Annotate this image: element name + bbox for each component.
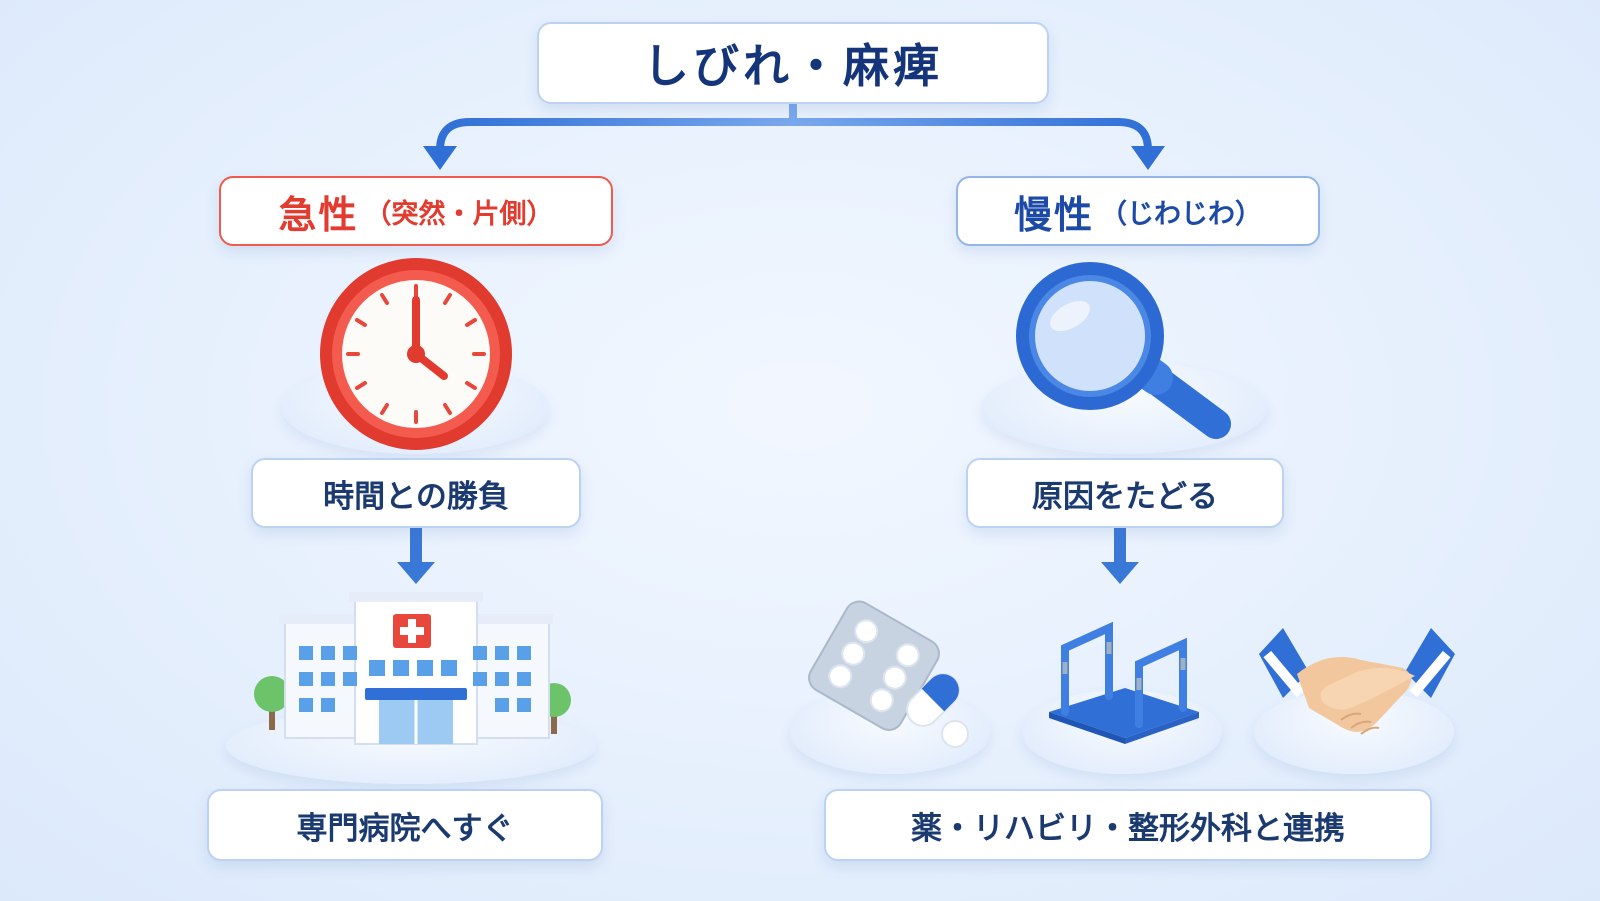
chronic-step1-text: 原因をたどる — [1032, 478, 1218, 515]
chronic-label: 慢性 — [1013, 192, 1094, 237]
pill-icon — [808, 600, 969, 748]
chronic-step2-box: 薬・リハビリ・整形外科と連携 — [824, 789, 1432, 861]
chronic-step2-text: 薬・リハビリ・整形外科と連携 — [911, 810, 1345, 847]
arrow-down-left-shaft — [410, 528, 422, 566]
acute-step1-box: 時間との勝負 — [251, 458, 581, 528]
title-text: しびれ・麻痺 — [643, 39, 943, 93]
arrow-head-left — [423, 146, 457, 170]
clock-icon — [320, 258, 512, 450]
arrow-head-right — [1131, 146, 1165, 170]
handshake-icon — [1259, 628, 1455, 735]
acute-label: 急性 — [278, 192, 359, 237]
chronic-sublabel: （じわじわ） — [1100, 198, 1262, 230]
branch-line — [436, 100, 1152, 154]
title-box: しびれ・麻痺 — [537, 22, 1049, 104]
chronic-category-box: 慢性 （じわじわ） — [956, 176, 1320, 246]
arrow-down-right-head — [1101, 562, 1139, 584]
acute-category-box: 急性 （突然・片側） — [219, 176, 613, 246]
arrow-down-left-head — [397, 562, 435, 584]
magnifier-icon — [1016, 262, 1231, 439]
hospital-icon — [254, 592, 571, 745]
rehab-bars-icon — [1049, 621, 1199, 744]
arrow-down-right-shaft — [1114, 528, 1126, 566]
acute-step2-box: 専門病院へすぐ — [207, 789, 603, 861]
acute-step2-text: 専門病院へすぐ — [296, 810, 514, 847]
chronic-step1-box: 原因をたどる — [966, 458, 1284, 528]
acute-step1-text: 時間との勝負 — [323, 478, 509, 515]
acute-sublabel: （突然・片側） — [364, 198, 554, 230]
